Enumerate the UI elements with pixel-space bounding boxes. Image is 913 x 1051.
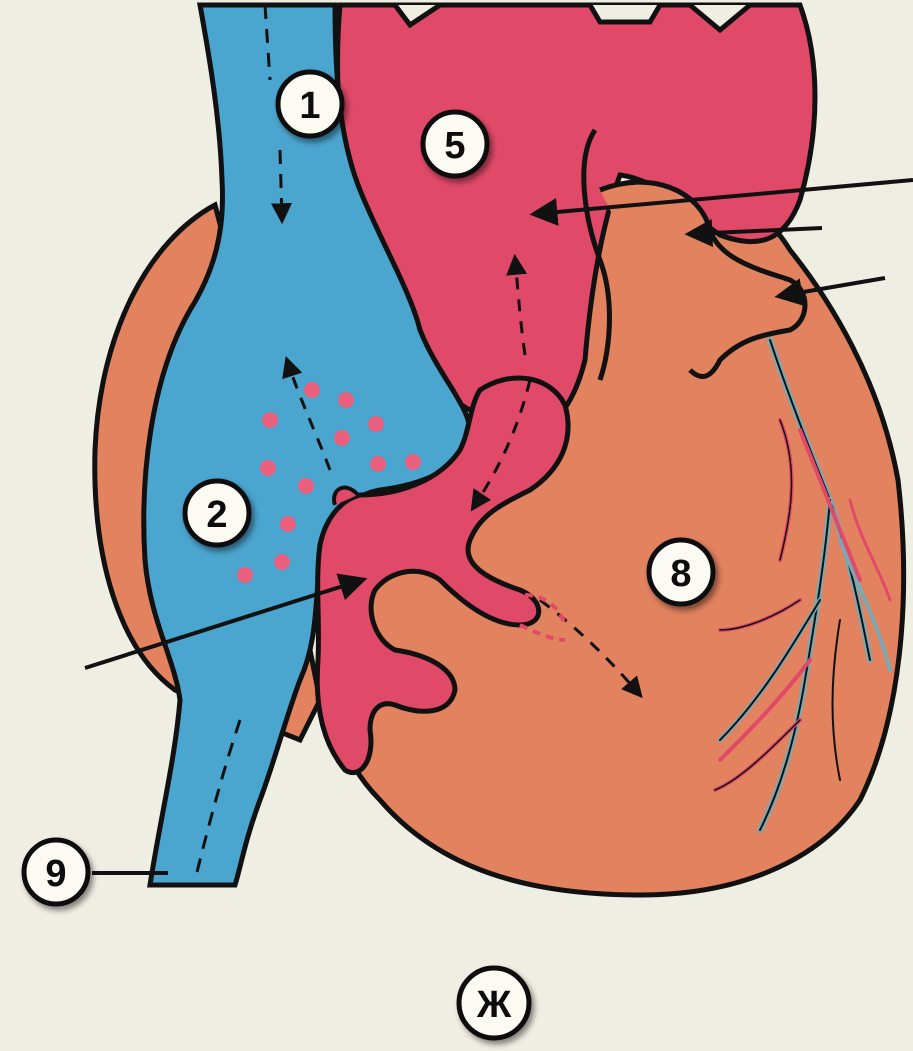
callout-2-label: 2 xyxy=(206,494,227,536)
callout-5: 5 xyxy=(423,112,487,176)
callout-9: 9 xyxy=(24,840,88,904)
callout-1: 1 xyxy=(278,72,342,136)
callout-1-label: 1 xyxy=(299,85,320,127)
callout-8: 8 xyxy=(649,540,713,604)
callout-8-label: 8 xyxy=(670,553,691,595)
panel-label: Ж xyxy=(459,968,529,1038)
callout-5-label: 5 xyxy=(444,125,465,167)
callout-9-label: 9 xyxy=(45,853,66,895)
panel-label-text: Ж xyxy=(476,984,512,1026)
callout-2: 2 xyxy=(185,481,249,545)
